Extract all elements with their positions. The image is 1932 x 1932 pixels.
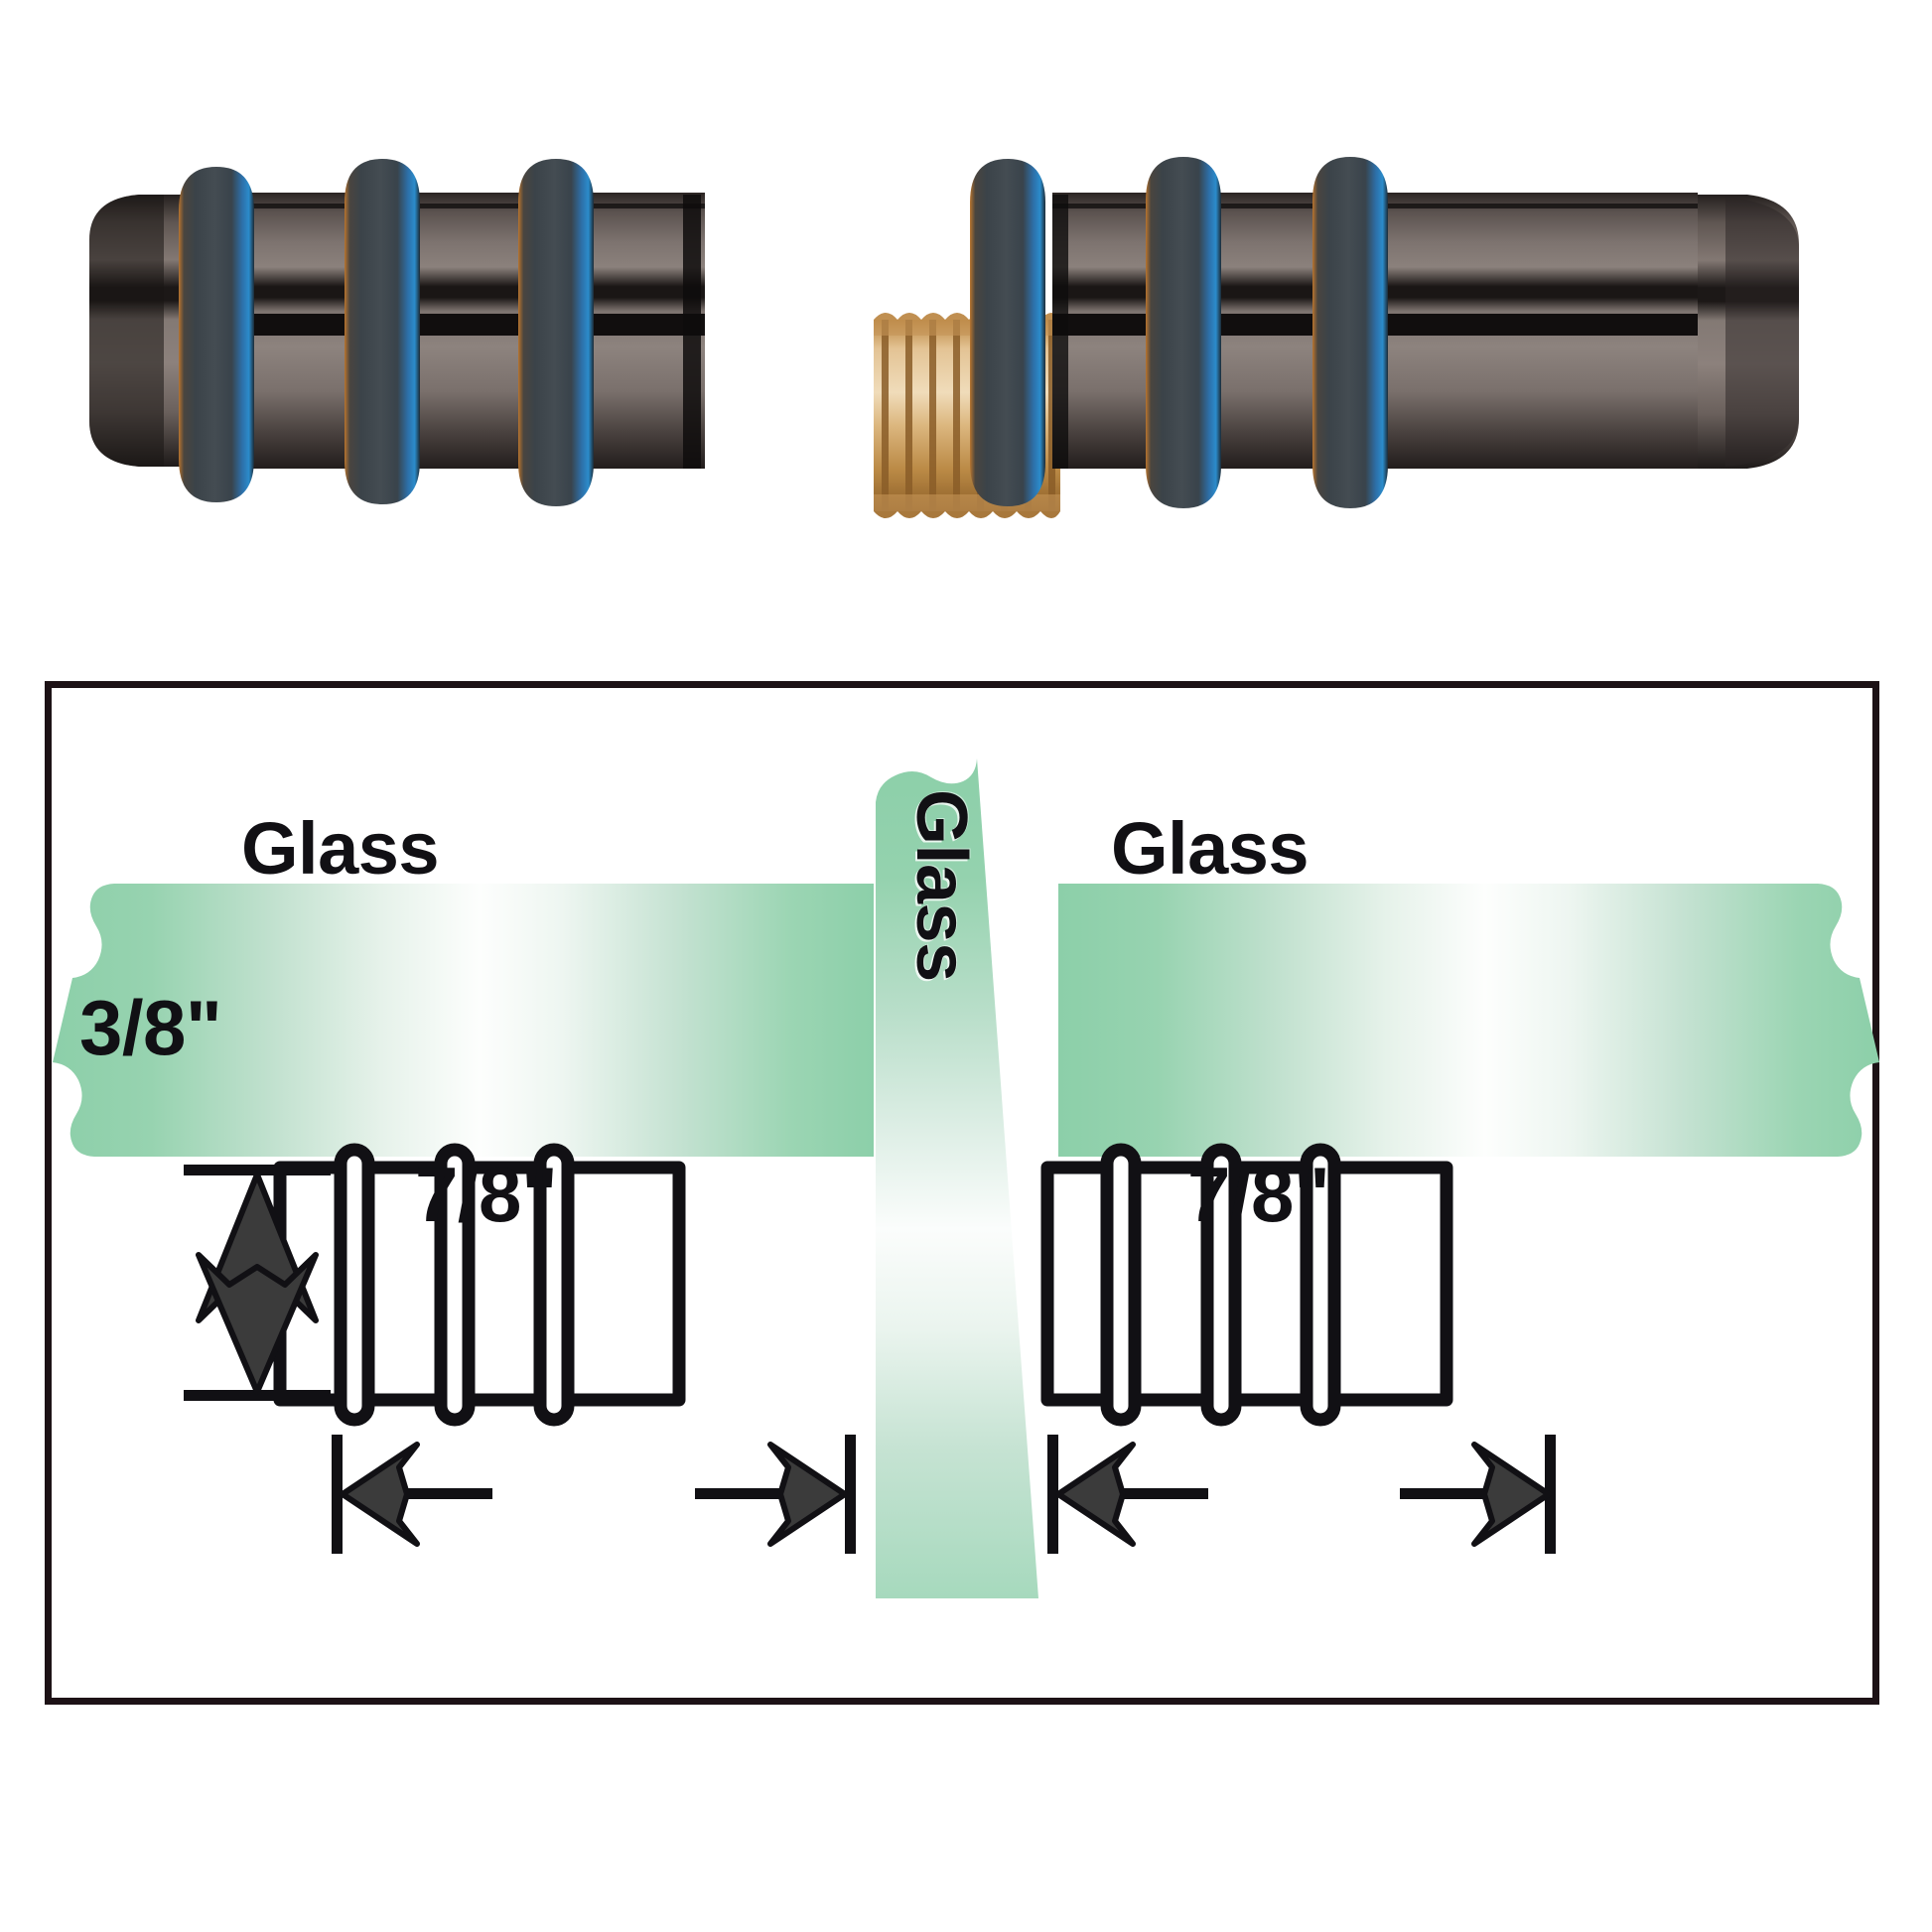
dimension-label-height: 3/8" [79,984,222,1071]
oring-gaskets [179,157,1388,508]
glass-label-left: Glass [241,807,440,890]
product-photo [0,0,1932,655]
glass-label-center: Glass [901,789,981,982]
dimension-label-length-left: 7/8" [415,1151,558,1238]
dimension-label-length-right: 7/8" [1187,1151,1330,1238]
glass-label-right: Glass [1111,807,1310,890]
